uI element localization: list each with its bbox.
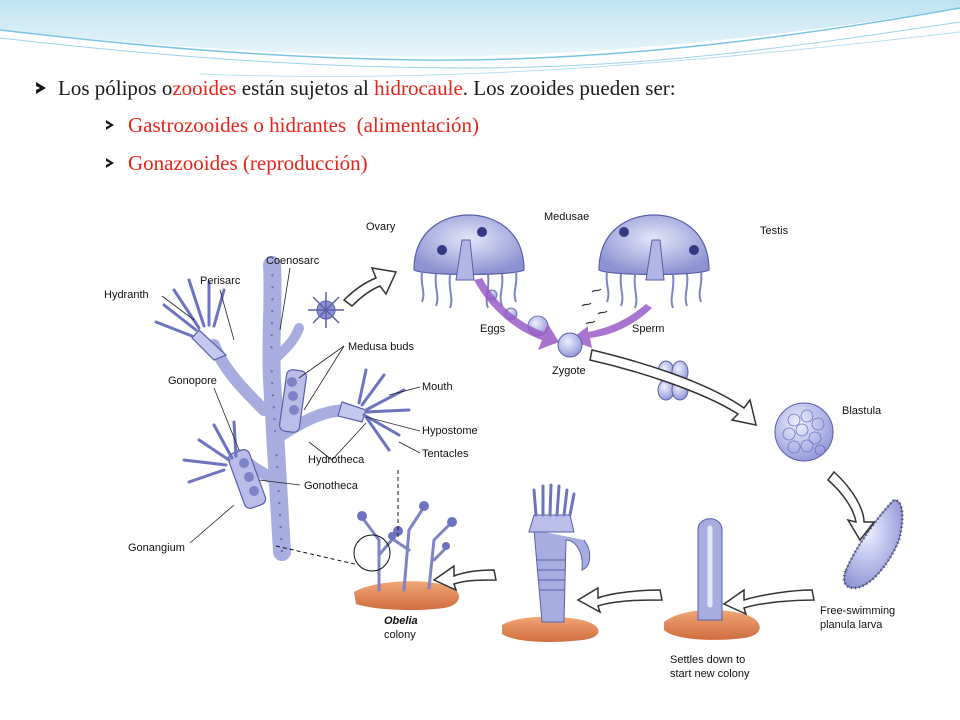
medusa-male (598, 214, 710, 309)
label-planula-2: planula larva (820, 619, 883, 631)
term-zooides: zooides (172, 75, 237, 100)
arrow-bullet-icon (106, 158, 114, 168)
diagram-labels: Hydranth Perisarc Coenosarc Gonopore Med… (104, 211, 895, 680)
hydroid-colony (154, 256, 411, 561)
zygote (557, 332, 583, 358)
label-hydranth: Hydranth (104, 289, 149, 301)
colony-leader-lines (161, 267, 421, 544)
egg-arrow (474, 278, 559, 350)
label-zygote: Zygote (552, 365, 586, 377)
sperm-cells (581, 288, 608, 325)
bullet-gastrozooides: Gastrozooides o hidrantes (alimentación) (106, 106, 936, 144)
label-blastula: Blastula (842, 405, 882, 417)
label-hypostome: Hypostome (422, 425, 478, 437)
label-medusa-buds: Medusa buds (348, 341, 415, 353)
label-perisarc: Perisarc (200, 275, 241, 287)
label-sperm: Sperm (632, 323, 664, 335)
label-hydrotheca: Hydrotheca (308, 454, 365, 466)
term-hidrocaule: hidrocaule (374, 75, 463, 100)
label-colony: colony (384, 629, 416, 641)
obelia-colony (275, 470, 460, 611)
label-testis: Testis (760, 225, 789, 237)
label-ovary: Ovary (366, 221, 396, 233)
blastula (774, 402, 834, 462)
medusa-female (413, 214, 525, 309)
label-eggs: Eggs (480, 323, 506, 335)
label-medusae: Medusae (544, 211, 589, 223)
bullet-text: Gastrozooides o hidrantes (alimentación) (128, 112, 480, 137)
label-obelia: Obelia (384, 615, 418, 627)
label-gonopore: Gonopore (168, 375, 217, 387)
obelia-life-cycle-diagram: Hydranth Perisarc Coenosarc Gonopore Med… (104, 211, 904, 680)
settling-polyp (664, 518, 760, 640)
sperm-arrow (570, 304, 652, 348)
label-settles-2: start new colony (670, 668, 750, 680)
label-gonangium: Gonangium (128, 542, 185, 554)
label-tentacles: Tentacles (422, 448, 469, 460)
bullet-list: Los pólipos o zooides están sujetos al h… (36, 70, 936, 182)
label-coenosarc: Coenosarc (266, 255, 320, 267)
text-part: . Los zooides pueden ser: (462, 75, 676, 100)
text-part: están sujetos al (236, 75, 375, 100)
young-polyp (502, 483, 599, 642)
arrow-bullet-icon (106, 120, 114, 130)
label-settles-1: Settles down to (670, 654, 745, 666)
text-part: Los pólipos o (58, 75, 173, 100)
planula-larva (842, 498, 904, 590)
decorative-wave-banner (0, 0, 960, 78)
cycle-arrows (432, 349, 876, 616)
label-planula-1: Free-swimming (820, 605, 895, 617)
bullet-zooides: Los pólipos o zooides están sujetos al h… (36, 70, 936, 106)
bullet-text: Gonazooides (reproducción) (128, 150, 368, 175)
arrow-bullet-icon (36, 82, 46, 94)
label-gonotheca: Gonotheca (304, 480, 359, 492)
bullet-gonazooides: Gonazooides (reproducción) (106, 144, 936, 182)
label-mouth: Mouth (422, 381, 453, 393)
